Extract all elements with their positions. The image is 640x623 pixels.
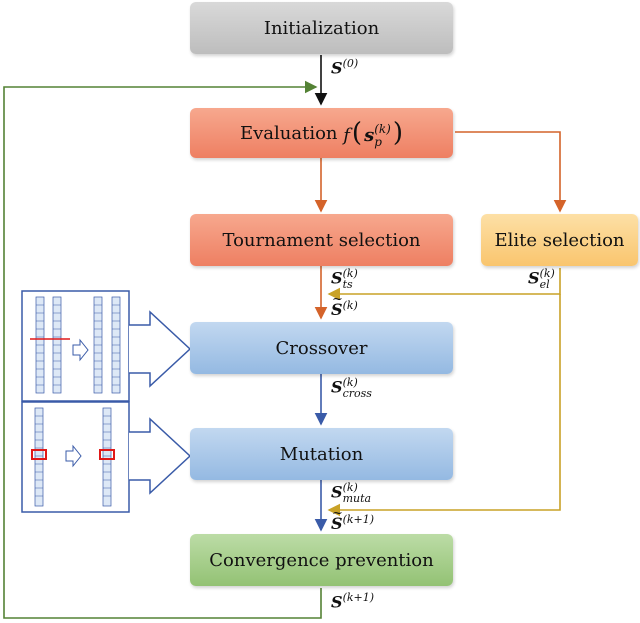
label-s-ts: S(k)ts <box>331 267 358 291</box>
crossover-illustration <box>21 290 192 402</box>
elite-selection-label: Elite selection <box>494 229 625 251</box>
arrow-eval-to-elite <box>455 131 567 213</box>
mutated-gene-marker <box>31 449 47 460</box>
arrow-elite-to-merge1 <box>327 268 561 301</box>
mutation-box: Mutation <box>190 428 453 480</box>
convergence-prevention-label: Convergence prevention <box>209 549 434 571</box>
mutated-gene-marker <box>99 449 115 460</box>
label-s-muta: S(k)muta <box>331 481 372 505</box>
initialization-box: Initialization <box>190 2 453 54</box>
mutation-big-arrow <box>129 417 192 495</box>
label-s-tilde-k1: S(k+1) <box>331 507 374 532</box>
mutation-illustration <box>21 401 192 513</box>
elite-selection-box: Elite selection <box>481 214 638 266</box>
label-s-k1: S(k+1) <box>331 591 375 612</box>
tournament-selection-label: Tournament selection <box>222 229 421 251</box>
evaluation-label: Evaluation <box>239 122 344 144</box>
arrow-elite-to-merge2 <box>327 294 561 517</box>
mutation-small-arrow <box>65 444 82 468</box>
label-s-tilde-k: S(k) <box>331 293 358 318</box>
evaluation-box: Evaluation f(s(k)p) <box>190 108 453 158</box>
convergence-prevention-box: Convergence prevention <box>190 534 453 586</box>
evaluation-formula: f(s(k)p) <box>343 117 404 149</box>
label-s-cross: S(k)cross <box>331 376 372 400</box>
crossover-box: Crossover <box>190 322 453 374</box>
label-s0: S(0) <box>331 57 359 78</box>
arrow-loop-back <box>3 80 322 619</box>
initialization-label: Initialization <box>263 17 380 39</box>
mutation-label: Mutation <box>279 443 364 465</box>
crossover-big-arrow <box>129 310 192 388</box>
tournament-selection-box: Tournament selection <box>190 214 453 266</box>
crossover-small-arrow <box>72 338 89 362</box>
label-s-el: S(k)el <box>528 267 555 291</box>
crossover-label: Crossover <box>275 337 368 359</box>
